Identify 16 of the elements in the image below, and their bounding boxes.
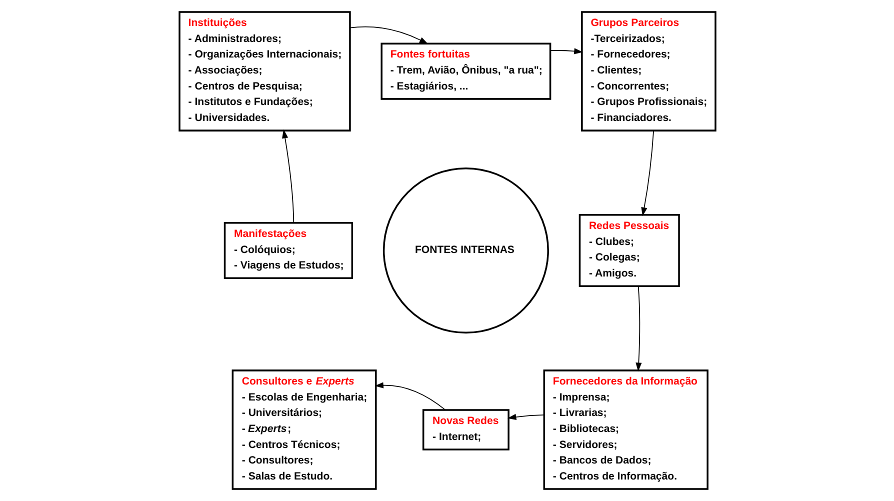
node-box: Fornecedores da Informação - Imprensa; - Livrarias; - Bibliotecas; - Servidores; - Bancos de Dados; - Centros de Informação. (542, 370, 708, 490)
arrow (349, 26, 428, 44)
arrow (635, 286, 642, 372)
node-box: Redes Pessoais - Clubes; - Colegas; - Amigos. (578, 214, 680, 287)
node-box: Fontes fortuitas - Trem, Avião, Ônibus, "a rua"; - Estagiários, ... (380, 42, 551, 100)
node-circle: FONTES INTERNAS (382, 167, 548, 334)
arrow (506, 414, 544, 420)
arrow (550, 48, 582, 54)
arrow (374, 382, 446, 410)
arrow (282, 129, 294, 224)
node-box: Manifestações - Colóquios; - Viagens de Estudos; (223, 222, 353, 280)
node-box: Consultores e Experts - Escolas de Engenharia; - Universitários; - Experts; - Centros Técnicos; - Consultores; - Salas de Estudo. (231, 370, 376, 490)
node-box: Novas Redes - Internet; (422, 409, 509, 450)
node-box: Instituições - Administradores; - Organizações Internacionais; - Associações; - Centros de Pesquisa; - Institutos e Fundações; - Universidades. (178, 11, 350, 132)
node-box: Grupos Parceiros -Terceirizados; - Fornecedores; - Clientes; - Concorrentes; - Grupos Profissionais; - Financiadores. (580, 11, 716, 132)
arrow (640, 130, 654, 216)
